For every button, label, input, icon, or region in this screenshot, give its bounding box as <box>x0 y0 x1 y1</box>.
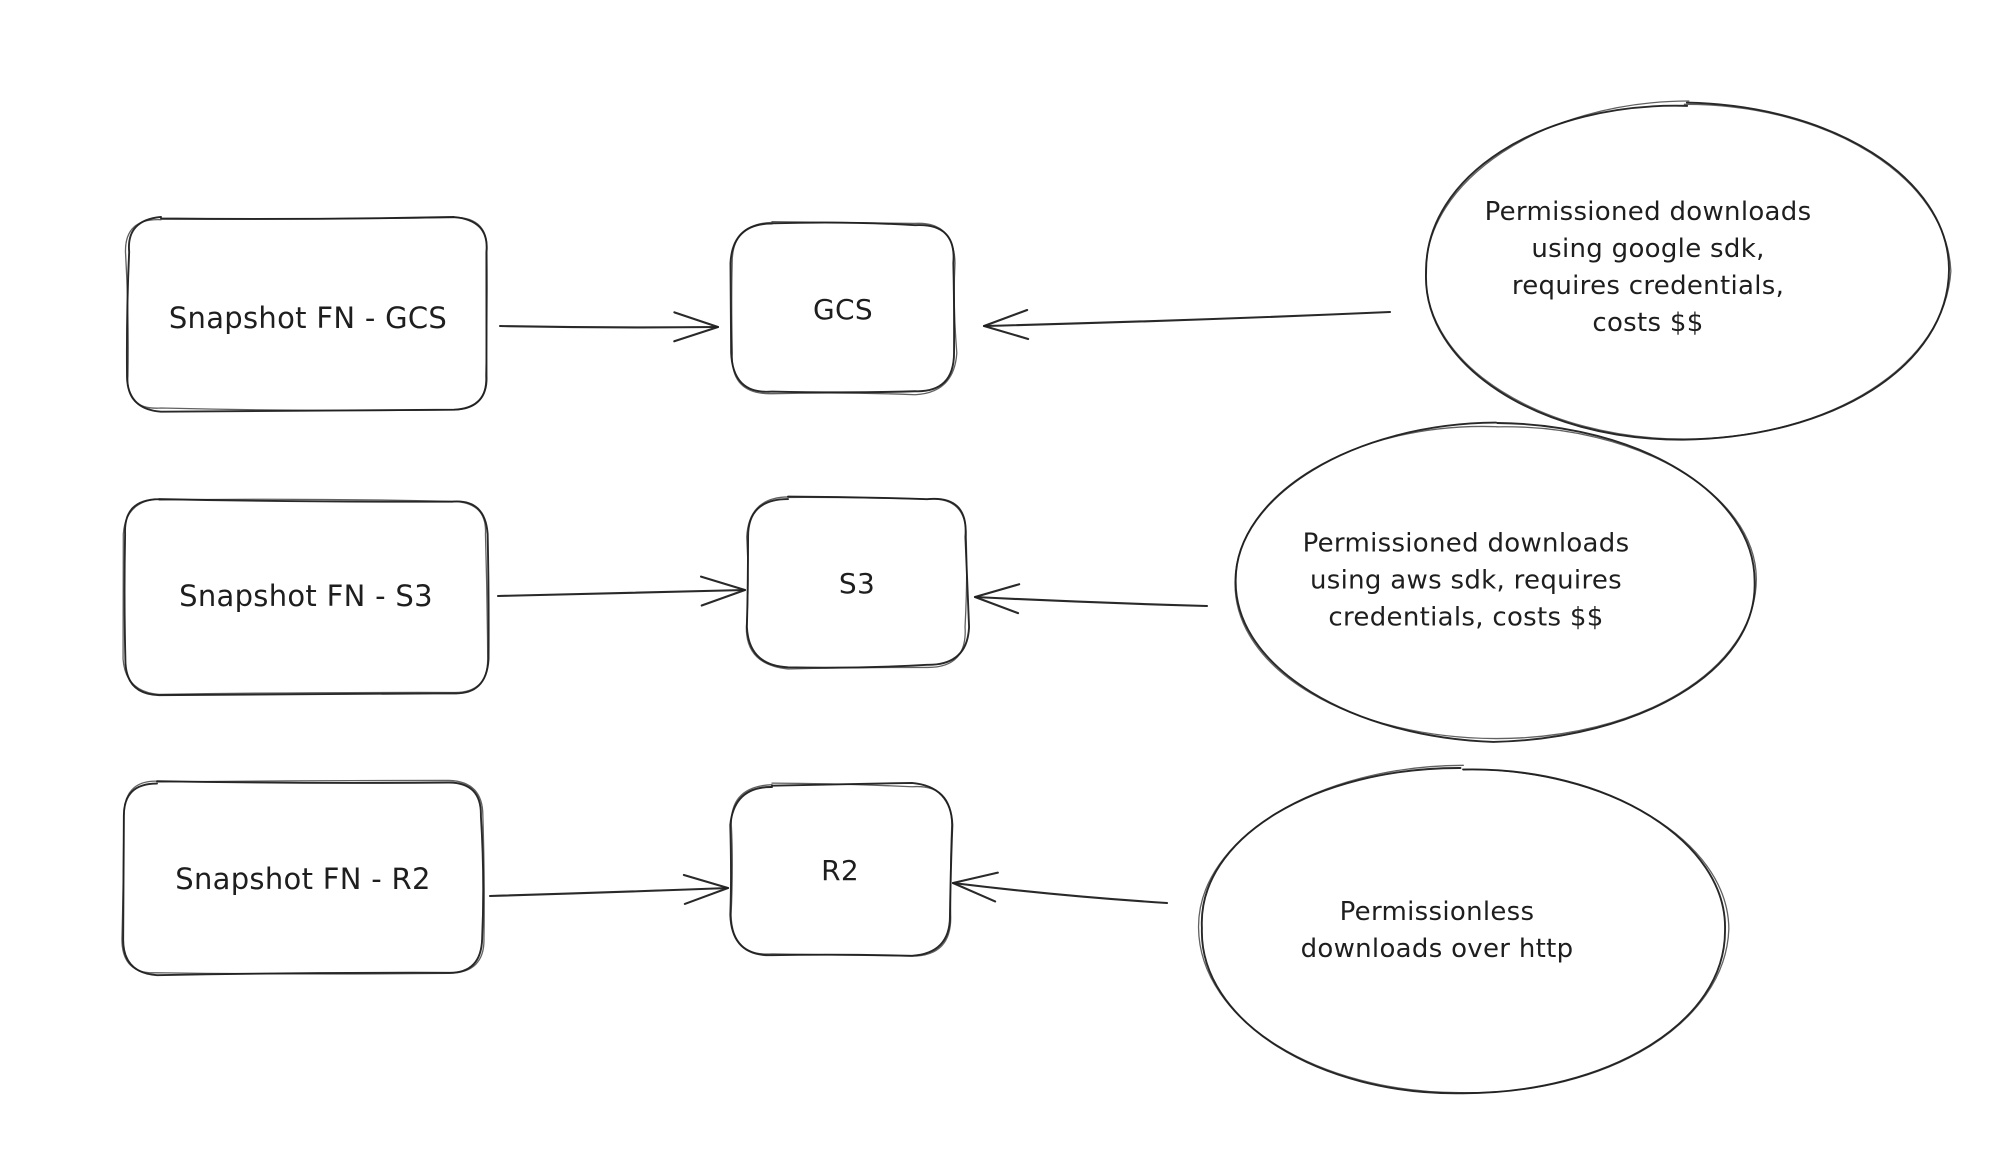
node-snapshot-gcs-label: Snapshot FN - GCS <box>168 301 448 335</box>
node-snapshot-r2-label: Snapshot FN - R2 <box>175 862 431 896</box>
arrow-snapshot-gcs-to-gcs[interactable] <box>498 311 720 343</box>
arrow-snapshot-r2-to-r2[interactable] <box>488 873 730 905</box>
arrow-snapshot-s3-to-s3[interactable] <box>496 575 747 607</box>
node-s3-label: S3 <box>838 567 876 600</box>
arrow-note-gcs-to-gcs[interactable] <box>982 308 1392 341</box>
note-r2-shape[interactable] <box>1197 764 1730 1095</box>
node-snapshot-gcs-shape[interactable] <box>124 215 488 413</box>
node-snapshot-s3-label: Snapshot FN - S3 <box>179 579 433 613</box>
note-gcs-label: Permissioned downloads using google sdk,… <box>1484 197 1812 338</box>
note-r2-label: Permissionless downloads over http <box>1300 897 1574 964</box>
node-s3-shape[interactable] <box>745 495 971 670</box>
note-s3-shape[interactable] <box>1234 421 1757 743</box>
arrow-note-r2-to-r2[interactable] <box>951 871 1169 905</box>
arrow-note-s3-to-s3[interactable] <box>973 583 1209 615</box>
note-gcs-shape[interactable] <box>1425 100 1952 441</box>
node-r2-label: R2 <box>821 854 859 887</box>
node-snapshot-s3-shape[interactable] <box>122 498 490 697</box>
node-r2-shape[interactable] <box>729 781 954 957</box>
node-snapshot-r2-shape[interactable] <box>121 779 485 977</box>
note-s3-label: Permissioned downloads using aws sdk, re… <box>1302 528 1630 633</box>
node-gcs-shape[interactable] <box>729 221 958 396</box>
node-gcs-label: GCS <box>813 293 873 326</box>
